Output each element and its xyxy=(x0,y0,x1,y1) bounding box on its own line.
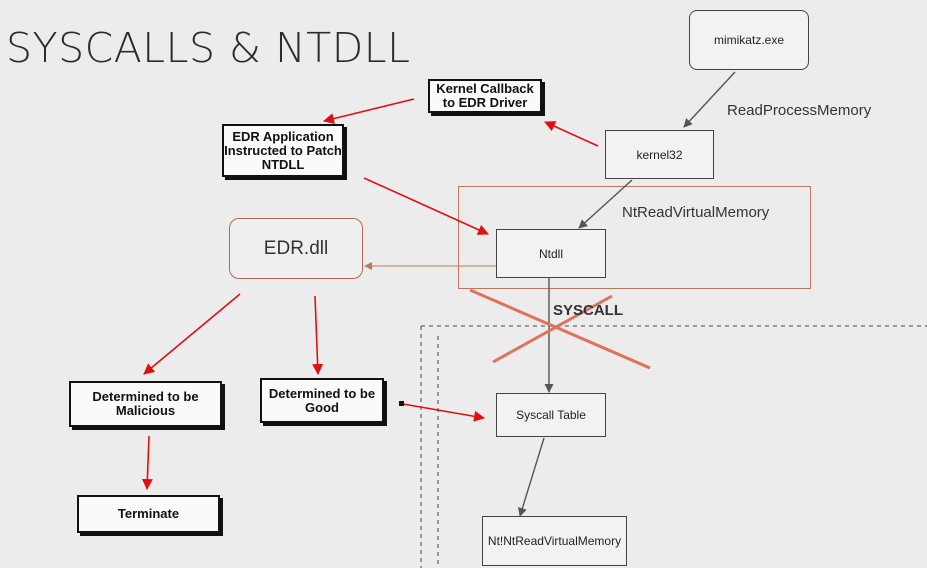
slide-title: SYSCALLS & NTDLL xyxy=(6,24,411,72)
arrow-kernel32-to-ntdll xyxy=(578,179,633,229)
kernel-boundary xyxy=(420,325,927,568)
malicious-callout: Determined to be Malicious xyxy=(69,381,222,427)
mimikatz-node: mimikatz.exe xyxy=(689,10,809,70)
arrow-mimikatz-to-kernel32 xyxy=(683,71,736,128)
arrow-edr-app-to-ntdll xyxy=(363,177,489,235)
read-process-memory-label: ReadProcessMemory xyxy=(727,102,872,119)
nt-read-virtual-memory-node: Nt!NtReadVirtualMemory xyxy=(482,516,627,566)
arrow-callback-to-edr xyxy=(323,98,415,124)
arrow-malicious-to-terminate xyxy=(141,435,153,490)
terminate-callout: Terminate xyxy=(77,495,220,533)
nt-read-virtual-memory-label: NtReadVirtualMemory xyxy=(622,204,770,221)
syscall-blocked-cross xyxy=(469,288,651,370)
ntdll-node: Ntdll xyxy=(496,229,606,278)
kernel32-node: kernel32 xyxy=(605,130,714,179)
good-callout: Determined to be Good xyxy=(260,378,384,423)
syscall-table-node: Syscall Table xyxy=(496,393,606,437)
kernel-callback-callout: Kernel Callback to EDR Driver xyxy=(428,79,542,113)
edr-dll-node: EDR.dll xyxy=(229,218,363,279)
arrow-kernel32-to-callback xyxy=(544,121,599,147)
ntdll-hook-frame xyxy=(458,186,811,289)
arrow-good-to-syscall-table xyxy=(402,403,485,422)
syscall-label: SYSCALL xyxy=(553,302,624,319)
edr-application-callout: EDR Application Instructed to Patch NTDL… xyxy=(222,124,344,177)
arrow-syscall-table-to-nt xyxy=(518,437,545,517)
arrow-edr-dll-to-malicious xyxy=(143,293,241,375)
arrow-edr-dll-to-good xyxy=(312,295,324,375)
